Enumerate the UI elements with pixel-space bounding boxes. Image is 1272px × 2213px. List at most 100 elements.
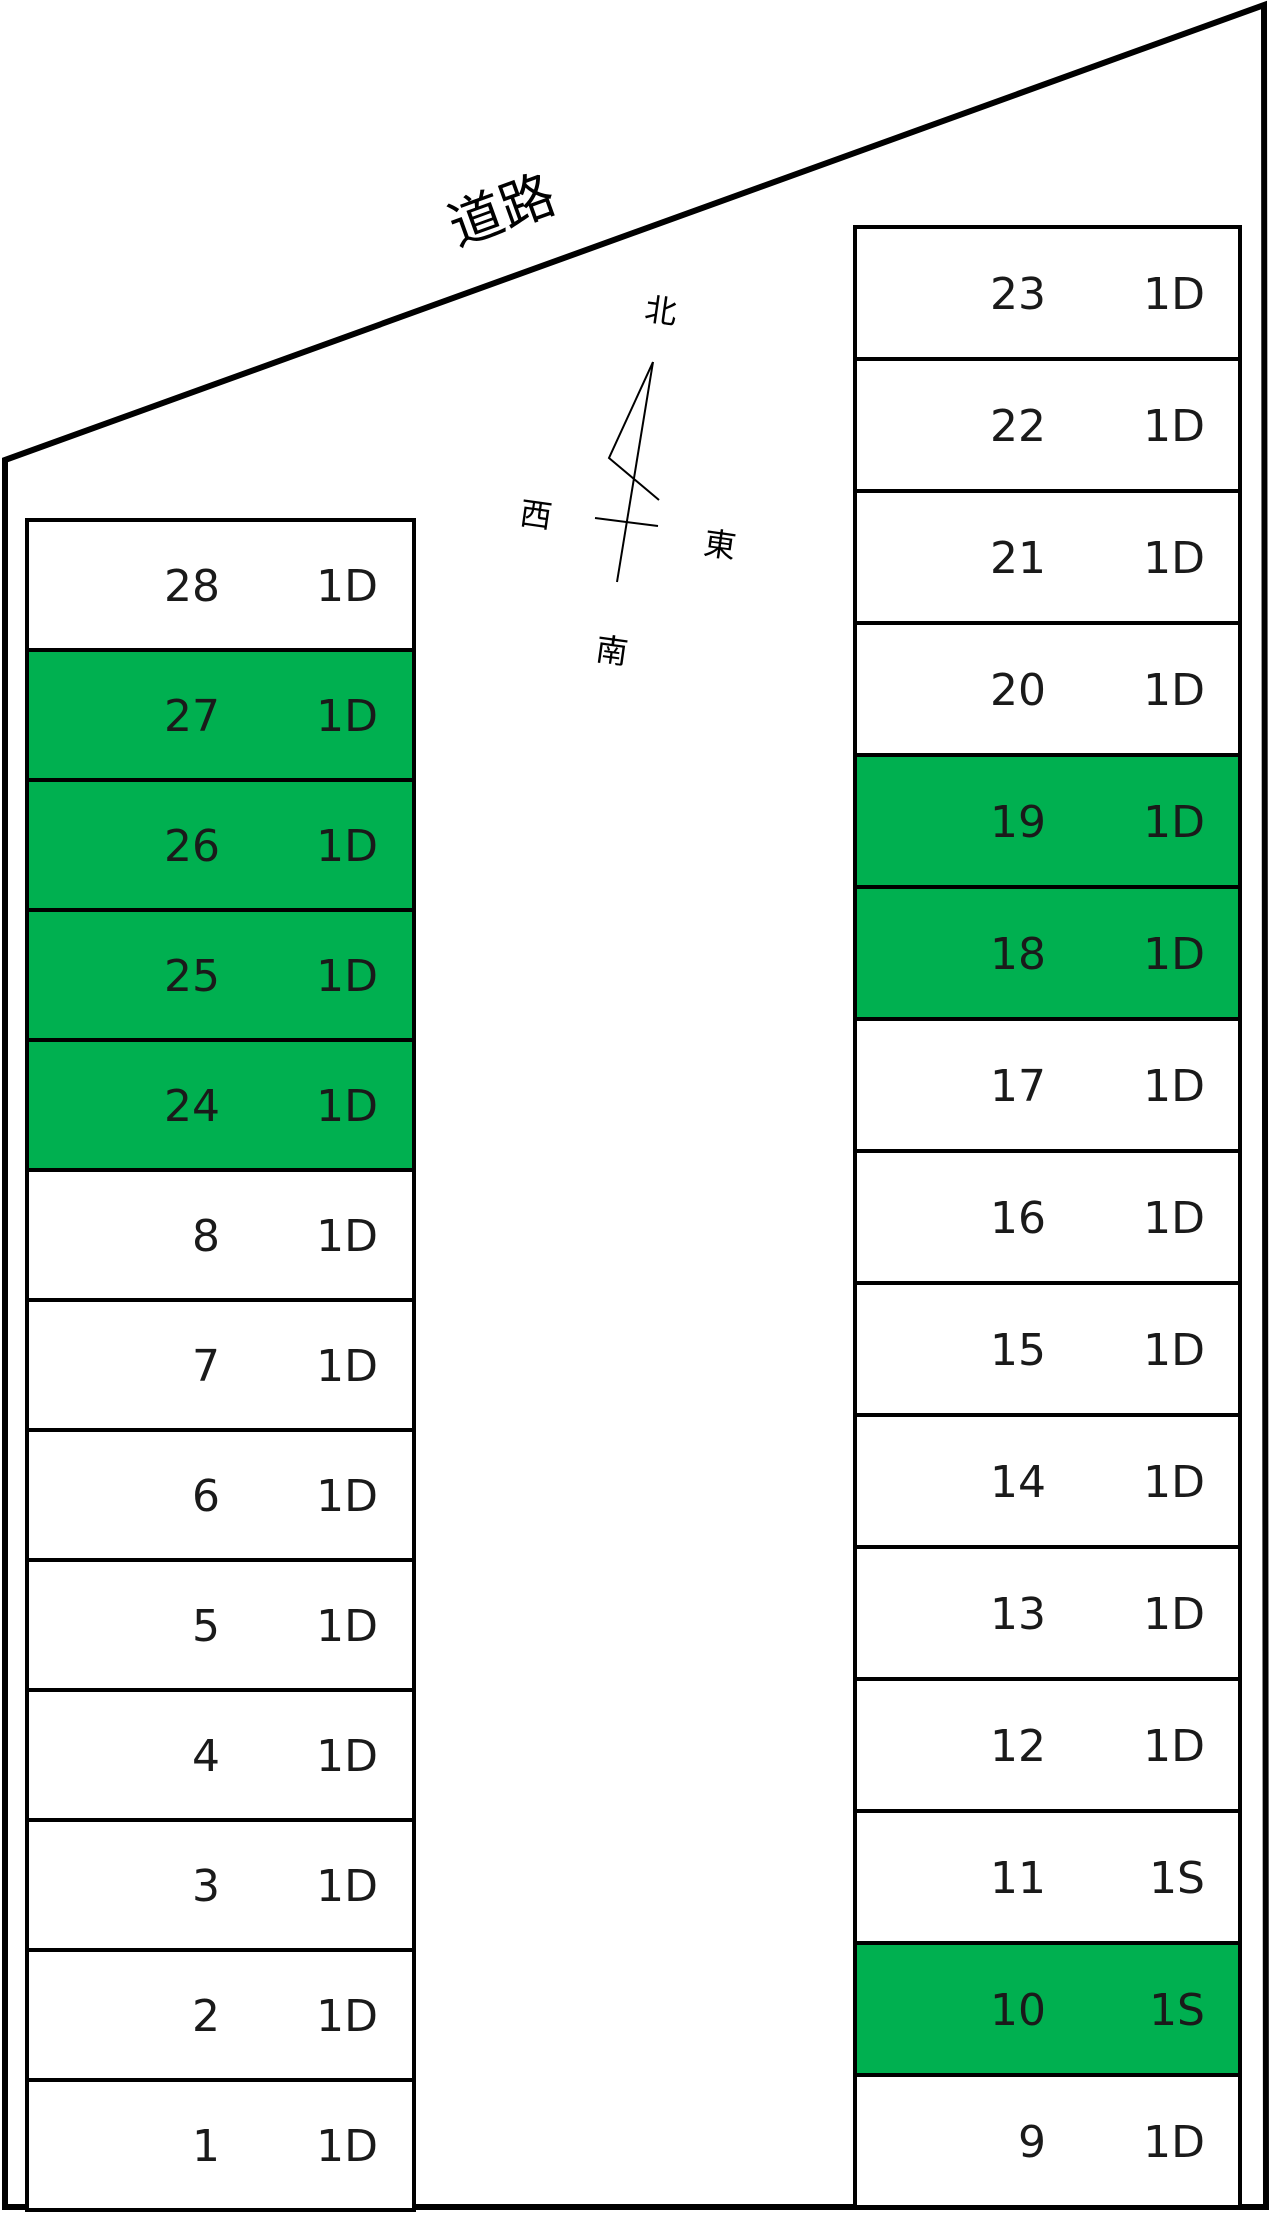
compass-ew-axis bbox=[594, 517, 659, 527]
slot-type: 1D bbox=[316, 2121, 378, 2172]
slot-type: 1D bbox=[316, 1601, 378, 1652]
slot-number: 3 bbox=[192, 1861, 220, 1912]
parking-slot: 22 1D bbox=[853, 357, 1242, 493]
slot-type: 1D bbox=[316, 821, 378, 872]
parking-slot: 18 1D bbox=[853, 885, 1242, 1021]
parking-slot: 5 1D bbox=[25, 1558, 416, 1692]
slot-vacant bbox=[25, 1688, 416, 1822]
slot-type: 1D bbox=[316, 1991, 378, 2042]
slot-type: 1D bbox=[1143, 1589, 1205, 1640]
slot-number: 22 bbox=[990, 401, 1046, 452]
slot-number: 16 bbox=[990, 1193, 1046, 1244]
slot-vacant bbox=[853, 1281, 1242, 1417]
parking-slot: 28 1D bbox=[25, 518, 416, 652]
slot-type: 1D bbox=[316, 1341, 378, 1392]
slot-vacant bbox=[25, 1298, 416, 1432]
slot-vacant bbox=[25, 518, 416, 652]
slot-type: 1D bbox=[316, 951, 378, 1002]
slot-number: 12 bbox=[990, 1721, 1046, 1772]
slot-number: 24 bbox=[164, 1081, 220, 1132]
compass-west-label: 西 bbox=[517, 494, 554, 536]
slot-type: 1D bbox=[316, 1471, 378, 1522]
slot-number: 23 bbox=[990, 269, 1046, 320]
slot-number: 27 bbox=[164, 691, 220, 742]
slot-number: 5 bbox=[192, 1601, 220, 1652]
slot-vacant bbox=[25, 1558, 416, 1692]
slot-type: 1D bbox=[1143, 401, 1205, 452]
slot-number: 7 bbox=[192, 1341, 220, 1392]
slot-number: 13 bbox=[990, 1589, 1046, 1640]
slot-type: 1D bbox=[316, 691, 378, 742]
slot-type: 1D bbox=[1143, 1457, 1205, 1508]
slot-vacant bbox=[853, 1017, 1242, 1153]
parking-slot: 14 1D bbox=[853, 1413, 1242, 1549]
slot-number: 14 bbox=[990, 1457, 1046, 1508]
slot-number: 28 bbox=[164, 561, 220, 612]
compass-south-label: 南 bbox=[593, 630, 630, 672]
compass-ns-axis bbox=[616, 361, 654, 583]
parking-slot: 1 1D bbox=[25, 2078, 416, 2212]
slot-vacant bbox=[853, 1149, 1242, 1285]
slot-type: 1D bbox=[316, 1731, 378, 1782]
slot-vacant bbox=[25, 2078, 416, 2212]
slot-vacant bbox=[853, 2073, 1242, 2209]
slot-number: 21 bbox=[990, 533, 1046, 584]
slot-type: 1D bbox=[1143, 1721, 1205, 1772]
slot-number: 6 bbox=[192, 1471, 220, 1522]
slot-occupied bbox=[853, 1941, 1242, 2077]
parking-slot: 6 1D bbox=[25, 1428, 416, 1562]
slot-number: 11 bbox=[990, 1853, 1046, 1904]
slot-vacant bbox=[853, 1677, 1242, 1813]
slot-type: 1D bbox=[316, 1081, 378, 1132]
compass-east-label: 東 bbox=[701, 524, 738, 566]
slot-type: 1D bbox=[1143, 1325, 1205, 1376]
slot-number: 8 bbox=[192, 1211, 220, 1262]
slot-number: 1 bbox=[192, 2121, 220, 2172]
slot-vacant bbox=[853, 1809, 1242, 1945]
slot-type: 1S bbox=[1149, 1985, 1205, 2036]
parking-slot: 10 1S bbox=[853, 1941, 1242, 2077]
slot-occupied bbox=[853, 885, 1242, 1021]
slot-type: 1D bbox=[1143, 665, 1205, 716]
parking-slot: 21 1D bbox=[853, 489, 1242, 625]
slot-number: 9 bbox=[1018, 2117, 1046, 2168]
slot-number: 4 bbox=[192, 1731, 220, 1782]
slot-type: 1D bbox=[1143, 269, 1205, 320]
slot-vacant bbox=[853, 489, 1242, 625]
slot-number: 20 bbox=[990, 665, 1046, 716]
parking-slot: 12 1D bbox=[853, 1677, 1242, 1813]
slot-type: 1D bbox=[316, 561, 378, 612]
slot-number: 15 bbox=[990, 1325, 1046, 1376]
compass-north-label: 北 bbox=[642, 290, 679, 332]
parking-slot: 24 1D bbox=[25, 1038, 416, 1172]
slot-vacant bbox=[853, 621, 1242, 757]
slot-type: 1D bbox=[1143, 797, 1205, 848]
slot-number: 25 bbox=[164, 951, 220, 1002]
parking-slot: 2 1D bbox=[25, 1948, 416, 2082]
parking-slot: 20 1D bbox=[853, 621, 1242, 757]
road-label: 道路 bbox=[440, 163, 563, 259]
slot-occupied bbox=[853, 753, 1242, 889]
slot-type: 1D bbox=[1143, 929, 1205, 980]
parking-slot: 25 1D bbox=[25, 908, 416, 1042]
slot-vacant bbox=[853, 225, 1242, 361]
slot-vacant bbox=[853, 1413, 1242, 1549]
slot-number: 2 bbox=[192, 1991, 220, 2042]
slot-number: 18 bbox=[990, 929, 1046, 980]
slot-number: 19 bbox=[990, 797, 1046, 848]
slot-type: 1S bbox=[1149, 1853, 1205, 1904]
slot-type: 1D bbox=[1143, 533, 1205, 584]
slot-number: 10 bbox=[990, 1985, 1046, 2036]
slot-vacant bbox=[25, 1948, 416, 2082]
parking-slot: 11 1S bbox=[853, 1809, 1242, 1945]
parking-slot: 19 1D bbox=[853, 753, 1242, 889]
slot-type: 1D bbox=[316, 1211, 378, 1262]
parking-slot: 27 1D bbox=[25, 648, 416, 782]
parking-slot: 23 1D bbox=[853, 225, 1242, 361]
